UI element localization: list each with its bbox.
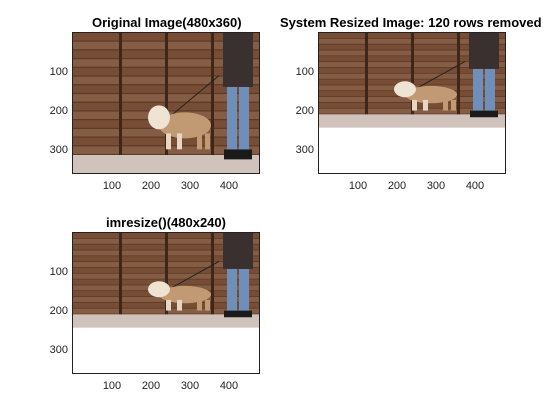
panel2-ytick-300: 300 [295,144,314,156]
panel1-ytick-100: 100 [49,66,68,78]
panel3-axes [72,232,260,374]
panel3-xtick-200: 200 [141,380,161,392]
leash [167,75,220,119]
person-legs [223,233,253,269]
panel3-ytick-300: 300 [49,344,68,356]
panel3-image [73,233,259,328]
panel1-xtick-400: 400 [219,180,239,192]
panel1-axes [72,32,260,174]
panel2-image [319,33,505,128]
panel2-xtick-300: 300 [426,180,446,192]
bulldog [159,285,211,304]
pavement [319,114,505,128]
panel3-ytick-200: 200 [49,305,68,317]
panel2-axes [318,32,506,174]
pavement [73,314,259,328]
panel1-xtick-100: 100 [102,180,122,192]
panel2-xtick-200: 200 [387,180,407,192]
panel3-xtick-400: 400 [219,380,239,392]
leash [413,60,466,91]
panel1-ytick-200: 200 [49,105,68,117]
panel2-xtick-100: 100 [348,180,368,192]
person-legs [469,33,499,69]
panel2-ytick-100: 100 [295,66,314,78]
bulldog [159,112,211,139]
leash [167,260,220,291]
panel3-title: imresize()(480x240) [106,215,226,230]
panel1-xtick-300: 300 [180,180,200,192]
panel2-xtick-400: 400 [465,180,485,192]
panel1-xtick-200: 200 [141,180,161,192]
panel2-ytick-200: 200 [295,105,314,117]
panel3-ytick-100: 100 [49,266,68,278]
panel3-xtick-300: 300 [180,380,200,392]
panel3-xtick-100: 100 [102,380,122,392]
panel2-title: System Resized Image: 120 rows removed [280,15,542,30]
panel1-image [73,33,259,173]
panel1-ytick-300: 300 [49,144,68,156]
bulldog [405,85,457,104]
panel1-title: Original Image(480x360) [92,15,242,30]
pavement [73,155,259,173]
person-legs [223,33,253,87]
